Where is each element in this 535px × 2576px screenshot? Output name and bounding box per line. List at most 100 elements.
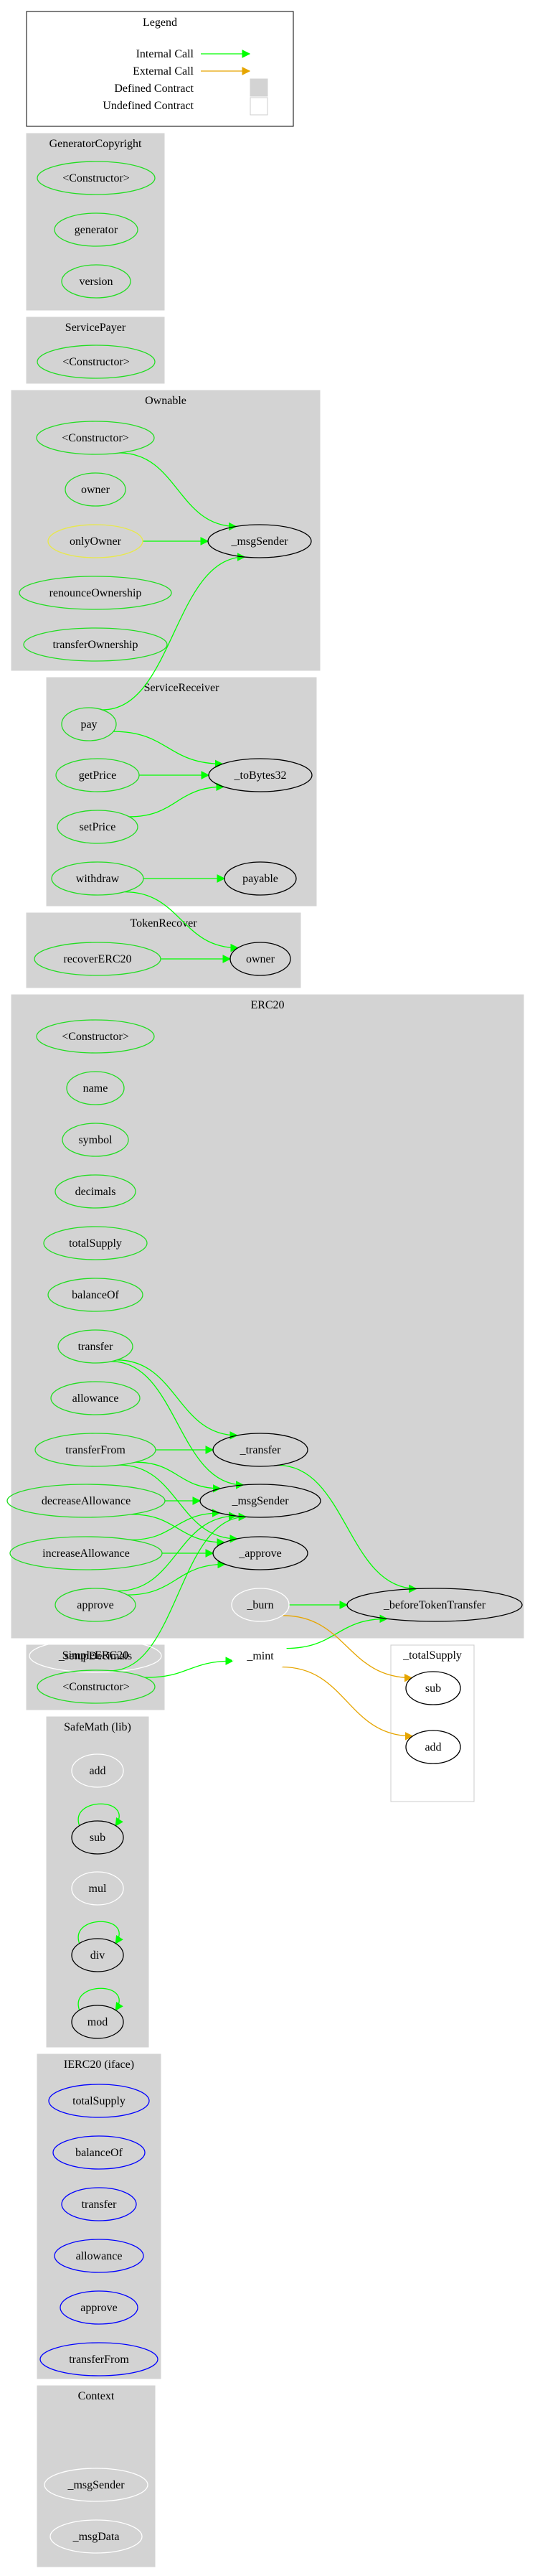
node-sm-mul: mul xyxy=(71,1871,124,1906)
cluster-totalsupplylib: _totalSupply xyxy=(390,1644,475,1802)
edge-sm_mod-to-sm_mod xyxy=(77,1987,123,2011)
node-ellipse xyxy=(37,1669,156,1704)
node-ellipse xyxy=(71,1938,124,1972)
node-label: name xyxy=(83,1082,108,1095)
legend-defined-swatch xyxy=(250,78,268,97)
node-ellipse xyxy=(229,942,291,976)
node-ellipse xyxy=(34,942,161,976)
cluster-simpleerc20: SimpleERC20 xyxy=(26,1644,165,1710)
node-ts-add: add xyxy=(405,1730,461,1764)
node-ow-msgSender: _msgSender xyxy=(207,524,312,558)
node-i-balanceOf: balanceOf xyxy=(52,2135,146,2170)
node-ellipse xyxy=(23,627,168,662)
node-e--transfer: _transfer xyxy=(212,1433,308,1467)
cluster-ierc20: IERC20 (iface) xyxy=(37,2053,161,2379)
cluster-context: Context xyxy=(37,2385,156,2567)
node-label: approve xyxy=(77,1599,114,1611)
node-ellipse xyxy=(44,2468,148,2502)
node-label: totalSupply xyxy=(72,2095,126,2107)
node-ellipse xyxy=(231,1639,290,1673)
node-sr-setPrice: setPrice xyxy=(57,810,138,844)
cluster-generatorcopyright: GeneratorCopyright xyxy=(26,133,165,311)
node-ellipse xyxy=(60,2290,138,2325)
node-e--beforeTokenTransfer: _beforeTokenTransfer xyxy=(346,1588,523,1622)
node-e-decimals: decimals xyxy=(55,1174,136,1209)
legend-internal-label: Internal Call xyxy=(136,48,194,60)
edge-sr_pay-to-ow_msgSender xyxy=(102,553,246,711)
node-sm-sub: sub xyxy=(71,1820,124,1855)
node-i-transfer: transfer xyxy=(61,2187,137,2221)
cluster-box xyxy=(26,133,165,311)
node-e-decreaseAllowance: decreaseAllowance xyxy=(6,1484,166,1518)
node-ellipse xyxy=(231,1588,290,1622)
node-label: balanceOf xyxy=(75,2147,123,2159)
cluster-title: GeneratorCopyright xyxy=(49,138,142,150)
node-ellipse xyxy=(52,2135,146,2170)
cluster-erc20: ERC20 xyxy=(11,994,524,1639)
node-ellipse xyxy=(37,345,156,379)
node-label: _transfer xyxy=(240,1444,282,1456)
node-label: withdraw xyxy=(76,873,120,885)
node-e--msgSender: _msgSender xyxy=(199,1484,321,1518)
node-ts-sub: sub xyxy=(405,1671,461,1705)
cluster-title: ServicePayer xyxy=(65,322,126,334)
edge-e_transferFrom-to-e__approve xyxy=(119,1464,239,1543)
node-label: decimals xyxy=(75,1186,116,1198)
node-ellipse xyxy=(57,810,138,844)
node-ow-onlyOwner: onlyOwner xyxy=(47,524,143,558)
node-ellipse xyxy=(51,861,144,896)
node-label: _setupDecimals xyxy=(58,1650,132,1662)
node-label: version xyxy=(79,276,113,288)
cluster-title: ERC20 xyxy=(250,999,284,1011)
node-label: totalSupply xyxy=(69,1237,122,1250)
node-sr-getPrice: getPrice xyxy=(55,758,140,792)
edge-s_ctor-to-e__msgSender xyxy=(110,1512,247,1672)
edge-e_transfer-to-e__msgSender xyxy=(111,1361,245,1489)
node-gc-generator: generator xyxy=(54,212,138,247)
edge-e_increaseAllowance-to-e__msgSender xyxy=(131,1509,221,1541)
cluster-title: Context xyxy=(78,2390,115,2402)
edge-sm_sub-to-sm_sub xyxy=(77,1803,123,1827)
cluster-box xyxy=(11,994,524,1639)
node-label: owner xyxy=(246,953,275,965)
cluster-title: ServiceReceiver xyxy=(144,682,220,694)
node-e-transferFrom: transferFrom xyxy=(34,1433,156,1467)
cluster-servicepayer: ServicePayer xyxy=(26,317,165,384)
node-label: balanceOf xyxy=(72,1289,119,1301)
node-i-approve: approve xyxy=(60,2290,138,2325)
node-label: increaseAllowance xyxy=(42,1547,130,1560)
node-label: decreaseAllowance xyxy=(42,1495,131,1507)
node-e-setupDecimals: _setupDecimals xyxy=(29,1639,162,1673)
node-tr-owner: owner xyxy=(229,942,291,976)
node-i-allowance: allowance xyxy=(54,2239,144,2273)
cluster-title: IERC20 (iface) xyxy=(64,2059,134,2071)
node-label: mod xyxy=(87,2016,108,2028)
node-label: _approve xyxy=(238,1547,282,1560)
node-gc-version: version xyxy=(61,264,131,299)
node-label: approve xyxy=(80,2302,118,2314)
edge-e__mint-to-e__beforeTokenTransfer xyxy=(285,1614,389,1649)
cluster-title: SimpleERC20 xyxy=(62,1649,128,1662)
node-sp-ctor: <Constructor> xyxy=(37,345,156,379)
cluster-title: SafeMath (lib) xyxy=(64,1721,131,1733)
cluster-safemath: SafeMath (lib) xyxy=(46,1716,149,2048)
edge-s_ctor-to-e__mint xyxy=(145,1657,235,1678)
node-sm-div: div xyxy=(71,1938,124,1972)
node-e--approve: _approve xyxy=(212,1536,308,1570)
node-label: add xyxy=(425,1741,441,1753)
node-label: <Constructor> xyxy=(62,356,130,368)
node-label: onlyOwner xyxy=(70,535,122,548)
node-e-increaseAllowance: increaseAllowance xyxy=(9,1536,163,1570)
node-label: owner xyxy=(81,484,110,496)
node-label: transfer xyxy=(78,1341,114,1353)
node-ellipse xyxy=(55,1174,136,1209)
node-label: payable xyxy=(242,873,278,885)
contract-clusters: GeneratorCopyrightServicePayerOwnableSer… xyxy=(11,133,524,2567)
node-label: transferFrom xyxy=(69,2353,129,2366)
node-label: renounceOwnership xyxy=(49,587,142,599)
node-ow-ctor: <Constructor> xyxy=(36,421,155,455)
node-ellipse xyxy=(61,707,117,741)
node-ellipse xyxy=(199,1484,321,1518)
node-label: recoverERC20 xyxy=(63,953,131,965)
node-ellipse xyxy=(212,1536,308,1570)
